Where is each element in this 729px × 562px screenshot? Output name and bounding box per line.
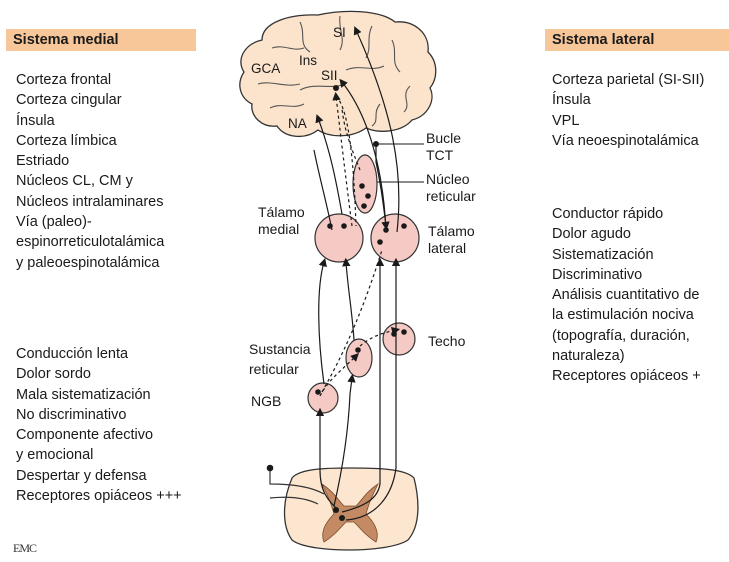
label-sustancia-reticular: reticular (249, 361, 299, 377)
label-talamo-medial-1: Tálamo (258, 204, 305, 220)
brain-label-na: NA (288, 116, 307, 131)
label-sustancia: Sustancia (249, 341, 311, 357)
label-talamo-lateral-2: lateral (428, 240, 466, 256)
medial-pathway (314, 118, 354, 510)
label-talamo-medial-2: medial (258, 221, 299, 237)
reticular-substance-nucleus (346, 339, 372, 377)
label-ngb: NGB (251, 393, 281, 409)
tectum-nucleus (383, 323, 415, 355)
emc-logo: EMC (13, 541, 36, 556)
label-tct: TCT (426, 147, 454, 163)
brain-label-gca: GCA (251, 61, 280, 76)
label-reticular: reticular (426, 188, 476, 204)
brain-label-ins: Ins (299, 53, 317, 68)
label-nucleo: Núcleo (426, 171, 470, 187)
label-talamo-lateral-1: Tálamo (428, 223, 475, 239)
lateral-thalamus-nucleus (371, 214, 419, 262)
brain-label-sii: SII (321, 68, 338, 83)
leader-lines (377, 144, 424, 182)
label-techo: Techo (428, 333, 466, 349)
label-bucle: Bucle (426, 130, 461, 146)
receptor-terminal (267, 465, 274, 472)
brain-label-si: SI (333, 25, 346, 40)
ngb-nucleus (308, 383, 338, 413)
